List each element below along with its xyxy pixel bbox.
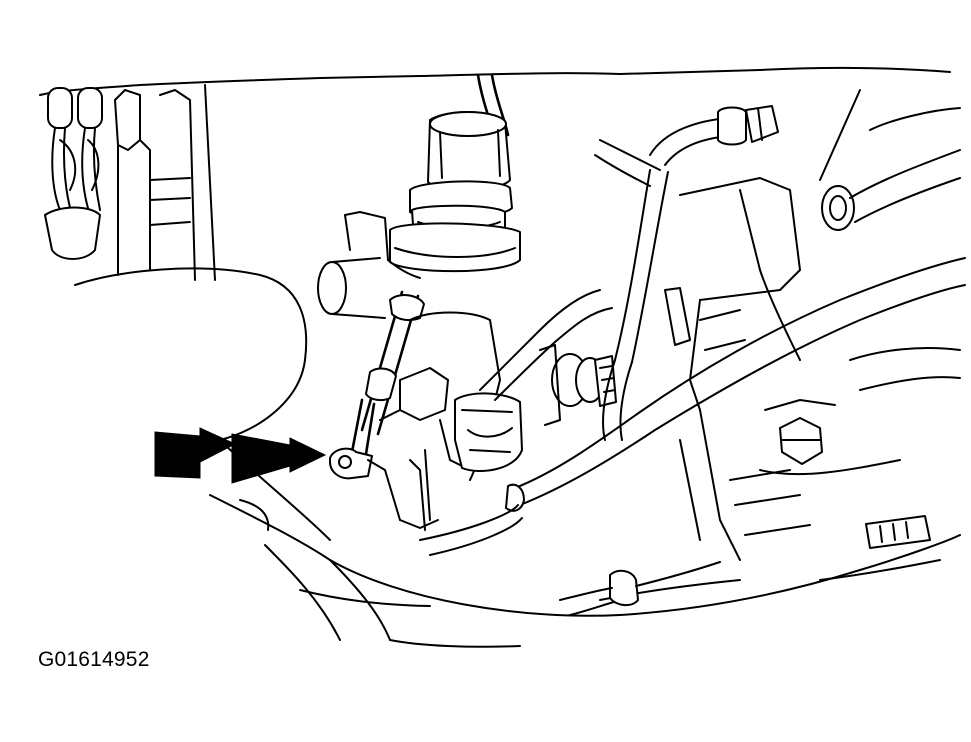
mounting-bracket — [664, 89, 961, 411]
coolant-hose — [419, 257, 966, 556]
wire-connector-cluster — [44, 84, 216, 281]
valve-body-block — [379, 311, 523, 531]
harness-connector — [389, 73, 521, 273]
callout-arrow — [154, 427, 327, 484]
line-fitting — [559, 561, 721, 616]
fuel-line — [594, 105, 779, 441]
fitting-boss — [317, 211, 421, 319]
transmission-housing — [599, 347, 961, 601]
dipstick-tube — [329, 290, 425, 521]
figure-id-label: G01614952 — [38, 648, 150, 671]
pressure-sensor — [539, 344, 617, 426]
hex-bolt — [759, 399, 901, 476]
